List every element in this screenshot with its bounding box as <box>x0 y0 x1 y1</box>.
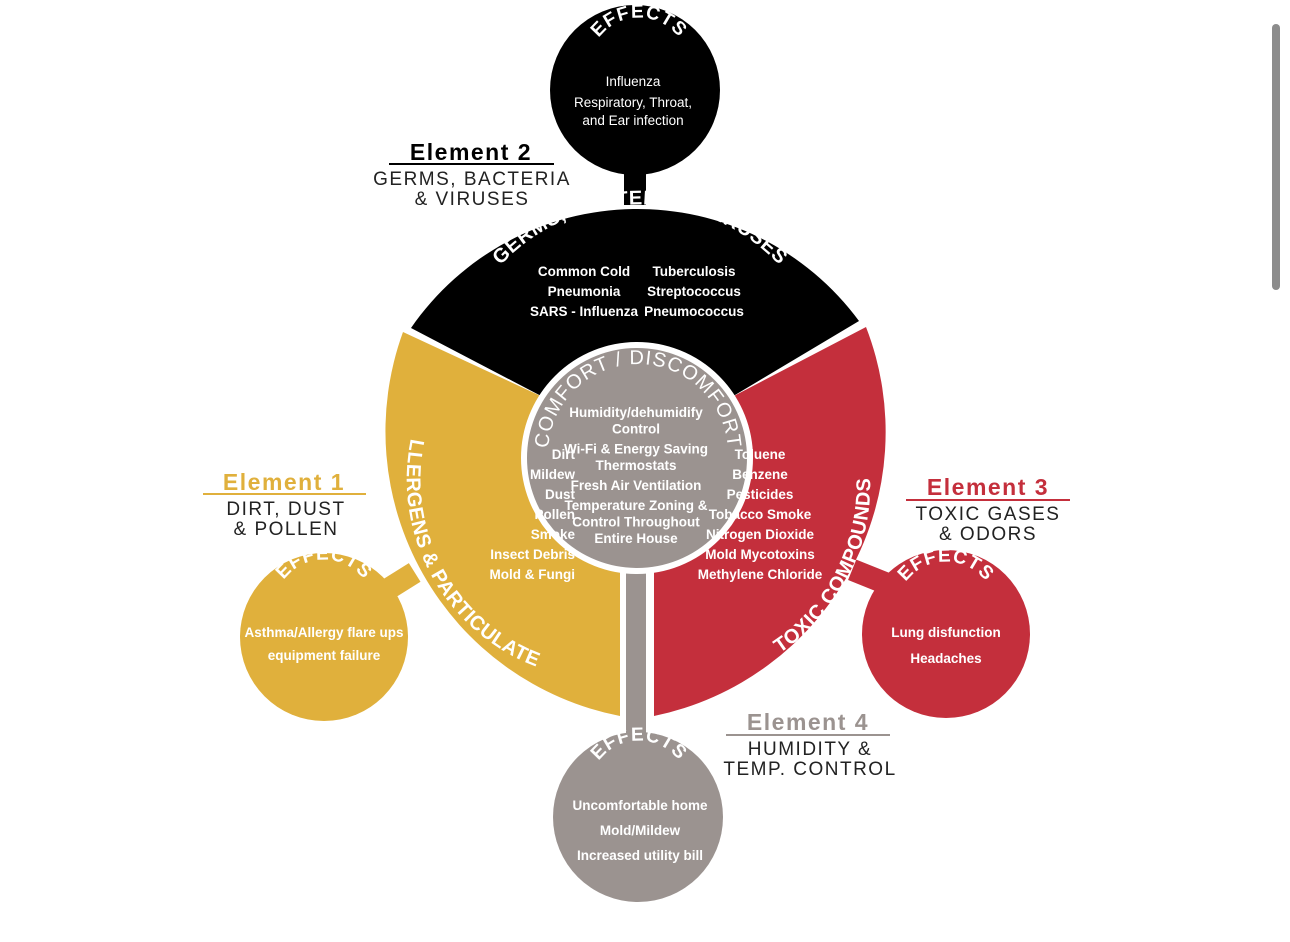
toxic-item: Methylene Chloride <box>698 567 823 582</box>
element-subtitle-line: DIRT, DUST <box>226 499 345 520</box>
element-3-title: Element 3 <box>927 474 1049 500</box>
element-subtitle-line: & ODORS <box>939 524 1037 545</box>
center-item: Wi-Fi & Energy Saving <box>564 442 708 457</box>
toxic-item: Pesticides <box>727 487 794 502</box>
element-4-title: Element 4 <box>747 709 869 735</box>
germ-item: Common Cold <box>538 264 630 279</box>
center-item: Fresh Air Ventilation <box>571 478 702 493</box>
element-subtitle-line: & VIRUSES <box>415 189 530 210</box>
effect-item: Increased utility bill <box>577 848 703 863</box>
scrollbar[interactable] <box>1272 24 1280 290</box>
element-subtitle-line: TOXIC GASES <box>916 504 1061 525</box>
center-item: Entire House <box>594 531 678 546</box>
effect-item: Uncomfortable home <box>572 798 708 813</box>
effect-item: Respiratory, Throat, <box>574 95 692 110</box>
allergen-item: Dirt <box>552 447 576 462</box>
effect-item: Headaches <box>910 651 981 666</box>
effect-item: equipment failure <box>268 648 381 663</box>
allergen-item: Smoke <box>531 527 576 542</box>
allergens-segment <box>385 332 620 716</box>
toxic-item: Toluene <box>735 447 786 462</box>
effect-item: Lung disfunction <box>891 625 1000 640</box>
element-subtitle-line: GERMS, BACTERIA <box>373 169 571 190</box>
effects-bottom-circle <box>553 732 723 902</box>
effects-left-list: Asthma/Allergy flare ups equipment failur… <box>244 625 403 663</box>
element-subtitle-line: & POLLEN <box>234 519 339 540</box>
toxic-item: Tobacco Smoke <box>709 507 812 522</box>
allergen-item: Pollen <box>534 507 575 522</box>
effects-right-circle <box>862 550 1030 718</box>
element-2-title: Element 2 <box>410 139 532 165</box>
center-circle <box>521 342 753 574</box>
toxic-segment <box>654 327 886 716</box>
element-1-subtitle: DIRT, DUST& POLLEN <box>226 499 345 540</box>
toxic-item: Nitrogen Dioxide <box>706 527 814 542</box>
effect-item: Asthma/Allergy flare ups <box>244 625 403 640</box>
allergen-item: Insect Debris <box>490 547 575 562</box>
center-item: Temperature Zoning & <box>564 498 707 513</box>
effects-top-circle <box>550 5 720 175</box>
germ-item: Pneumococcus <box>644 304 744 319</box>
element-1-title: Element 1 <box>223 469 345 495</box>
element-3-subtitle: TOXIC GASES& ODORS <box>916 504 1061 545</box>
allergen-item: Mold & Fungi <box>490 567 575 582</box>
germ-item: Tuberculosis <box>652 264 735 279</box>
effects-left-circle <box>240 553 408 721</box>
allergen-item: Dust <box>545 487 576 502</box>
toxic-item: Benzene <box>732 467 788 482</box>
connector-bottom <box>626 540 646 755</box>
allergen-item: Mildew <box>530 467 576 482</box>
element-2-subtitle: GERMS, BACTERIA& VIRUSES <box>373 169 571 210</box>
center-item: Humidity/dehumidify <box>569 405 703 420</box>
germ-item: SARS - Influenza <box>530 304 638 319</box>
germ-item: Streptococcus <box>647 284 741 299</box>
element-subtitle-line: TEMP. CONTROL <box>723 759 896 780</box>
center-item: Control Throughout <box>572 515 700 530</box>
germ-item: Pneumonia <box>548 284 621 299</box>
element-subtitle-line: HUMIDITY & <box>748 739 872 760</box>
effect-item: Mold/Mildew <box>600 823 681 838</box>
germs-segment <box>411 208 859 398</box>
center-item: Control <box>612 422 660 437</box>
element-4-subtitle: HUMIDITY &TEMP. CONTROL <box>723 739 896 780</box>
center-item: Thermostats <box>595 458 676 473</box>
toxic-item: Mold Mycotoxins <box>705 547 815 562</box>
effect-item: Influenza <box>606 74 661 89</box>
effect-item: and Ear infection <box>582 113 683 128</box>
